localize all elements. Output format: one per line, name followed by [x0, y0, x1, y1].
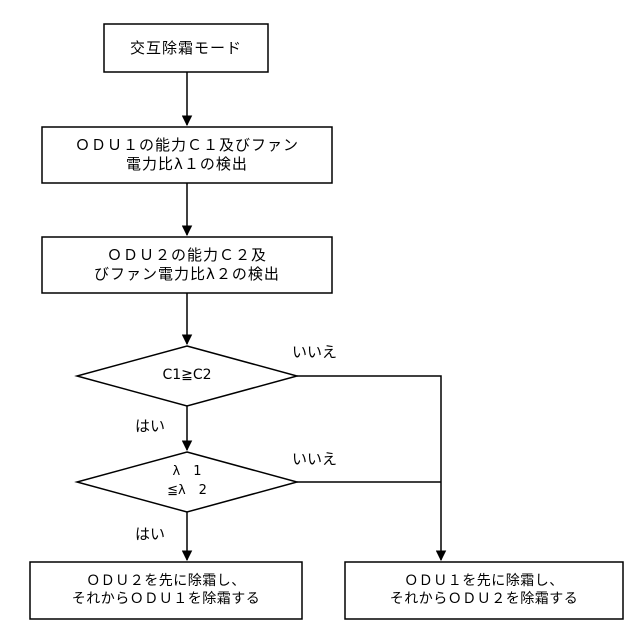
start-line1: 交互除霜モード [130, 39, 242, 58]
start-text: 交互除霜モード [104, 24, 268, 72]
label-no-decision1: いいえ [292, 341, 337, 362]
result-right-line2: それからＯＤＵ２を除霜する [390, 591, 579, 609]
detect2-line2: びファン電力比λ２の検出 [94, 265, 280, 284]
decision2-line2: ≦λ 2 [167, 482, 207, 501]
label-no-decision2: いいえ [292, 448, 337, 469]
label-yes-decision2: はい [135, 523, 165, 544]
label-yes-decision1: はい [135, 415, 165, 436]
result-left-text: ＯＤＵ２を先に除霜し、 それからＯＤＵ１を除霜する [30, 562, 302, 619]
detect2-line1: ＯＤＵ２の能力Ｃ２及 [107, 246, 267, 265]
detect1-line1: ＯＤＵ１の能力Ｃ１及びファン [75, 136, 299, 155]
result-right-text: ＯＤＵ１を先に除霜し、 それからＯＤＵ２を除霜する [345, 562, 623, 619]
result-left-line1: ＯＤＵ２を先に除霜し、 [86, 573, 246, 591]
decision1-text: C1≧C2 [127, 362, 247, 390]
result-left-line2: それからＯＤＵ１を除霜する [72, 591, 261, 609]
detect2-text: ＯＤＵ２の能力Ｃ２及 びファン電力比λ２の検出 [42, 237, 332, 293]
decision2-text: λ 1 ≦λ 2 [127, 462, 247, 502]
decision2-line1: λ 1 [173, 463, 202, 482]
detect1-text: ＯＤＵ１の能力Ｃ１及びファン 電力比λ１の検出 [42, 127, 332, 183]
decision1-line1: C1≧C2 [162, 367, 211, 385]
detect1-line2: 電力比λ１の検出 [126, 155, 248, 174]
result-right-line1: ＯＤＵ１を先に除霜し、 [404, 573, 564, 591]
